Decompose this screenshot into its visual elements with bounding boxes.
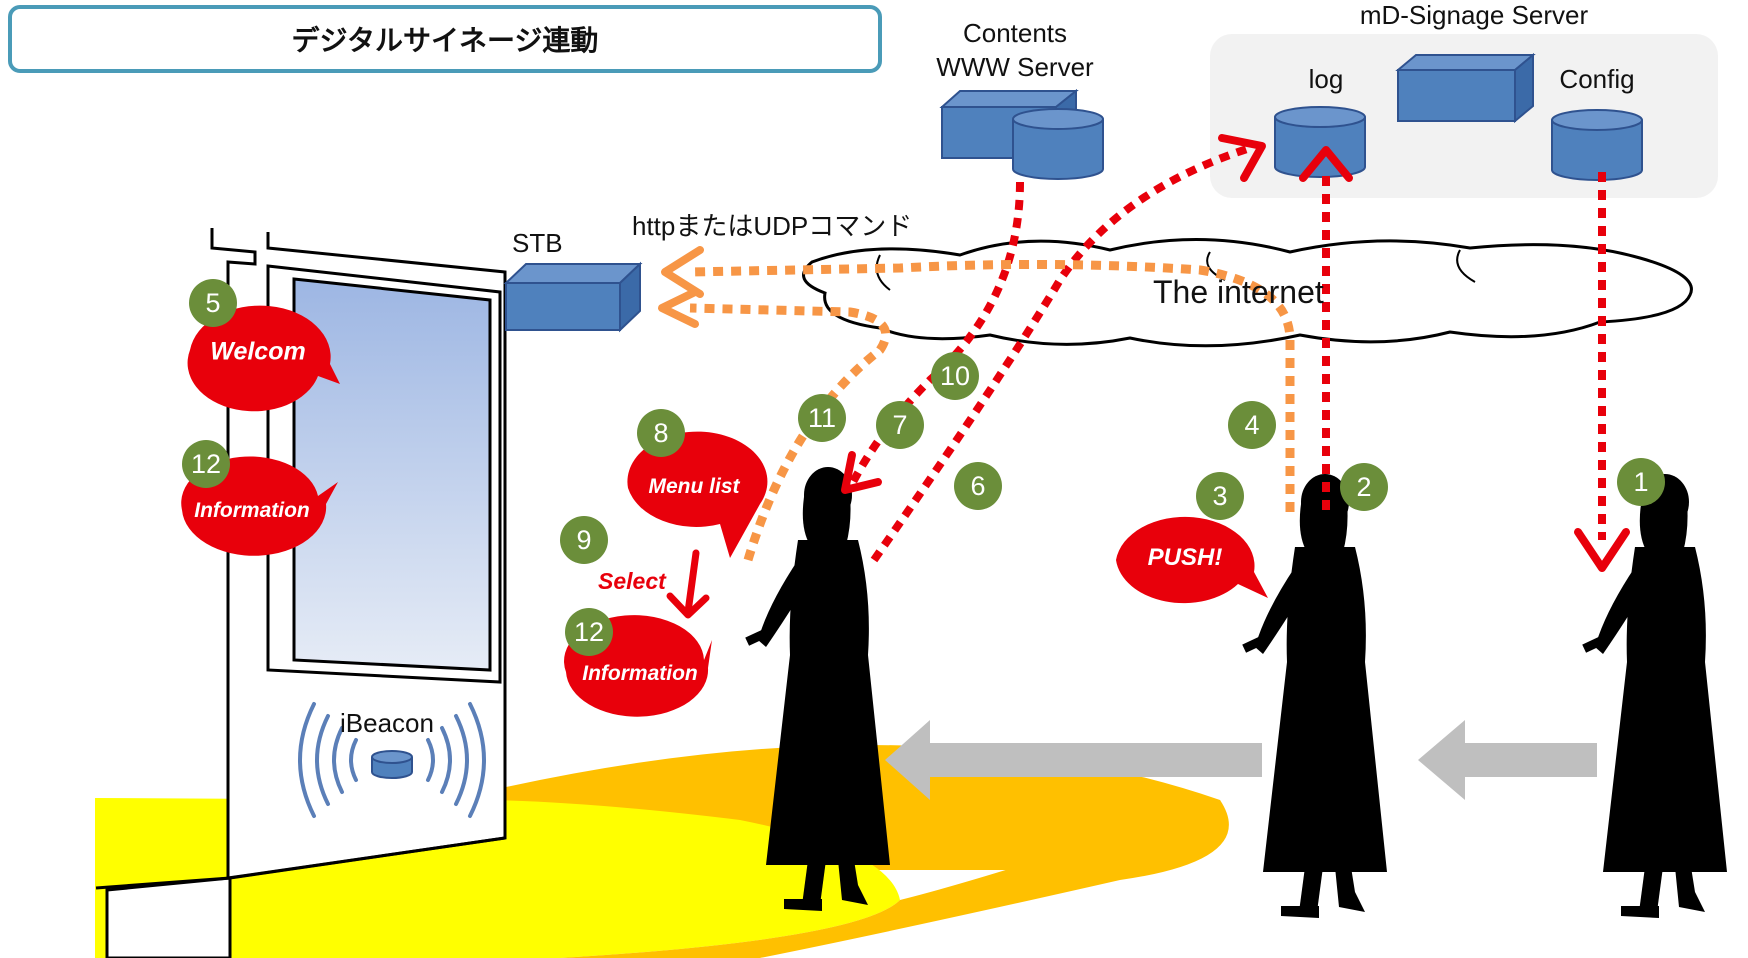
page-title: デジタルサイネージ連動: [8, 5, 882, 73]
person-middle: [1242, 474, 1387, 918]
step-badge-1: 1: [1617, 458, 1665, 506]
flow-4-user-to-stb: [689, 259, 1295, 512]
bubble-push-text: PUSH!: [1147, 544, 1223, 571]
bubble-menu-list-text: Menu list: [648, 475, 740, 498]
flow-7-contents-to-user: [848, 181, 1024, 486]
bubble-menu-list-shape: [627, 431, 768, 558]
walk-flow-arrow-right: [1418, 720, 1597, 800]
internet-label: The internet: [1153, 274, 1324, 310]
bubble-welcome-shape: [187, 305, 340, 412]
ibeacon-signal-icon: [298, 702, 486, 818]
bubble-push-shape: [1116, 516, 1268, 604]
step-badge-11: 11: [798, 394, 846, 442]
contents-database-icon: [1012, 108, 1104, 180]
bubble-information-phone-text: Information: [582, 662, 698, 685]
select-label: Select: [598, 568, 666, 594]
signage-server-label: mD-Signage Server: [1359, 0, 1589, 30]
select-arrow-icon: [666, 549, 710, 619]
step-badge-4: 4: [1228, 401, 1276, 449]
stb-label: STB: [512, 228, 563, 258]
ibeacon-device-icon: [371, 750, 413, 779]
step-badge-3: 3: [1196, 472, 1244, 520]
bubble-information-display-text: Information: [194, 499, 310, 522]
arrowhead-flow-11: [658, 288, 699, 328]
flow-6-user-to-log: [870, 144, 1252, 563]
person-entering: [1582, 474, 1727, 918]
step-badge-12-display: 12: [182, 440, 230, 488]
walk-flow-arrow-left: [885, 720, 1262, 800]
step-badge-6: 6: [954, 462, 1002, 510]
step-badge-9: 9: [560, 516, 608, 564]
step-badge-7: 7: [876, 401, 924, 449]
config-database-icon: [1551, 109, 1643, 181]
stb-box-icon: [503, 261, 643, 333]
floor-orange-edge: [560, 800, 1229, 958]
arrowhead-flow-2: [1299, 146, 1353, 182]
step-badge-12-phone: 12: [565, 608, 613, 656]
step-badge-2: 2: [1340, 463, 1388, 511]
step-badge-10: 10: [931, 352, 979, 400]
log-database-icon: [1274, 106, 1366, 178]
contents-server-label-line1: Contents: [962, 18, 1068, 48]
step-badge-5: 5: [189, 279, 237, 327]
config-label: Config: [1559, 64, 1635, 94]
signage-server-box-icon: [1395, 52, 1536, 124]
arrowhead-flow-6: [1218, 134, 1266, 182]
flow-11-user-to-stb: [689, 303, 891, 562]
contents-server-label-line2: WWW Server: [936, 52, 1094, 82]
ibeacon-label: iBeacon: [340, 708, 434, 738]
step-badge-8: 8: [637, 409, 685, 457]
bubble-welcome-text: Welcom: [210, 337, 306, 366]
arrowhead-flow-1: [1574, 528, 1630, 572]
log-label: log: [1308, 64, 1344, 94]
signage-kiosk-base: [105, 876, 232, 958]
arrowhead-flow-7: [841, 451, 882, 494]
arrowhead-flow-4: [661, 246, 704, 298]
command-label: httpまたはUDPコマンド: [632, 211, 913, 241]
